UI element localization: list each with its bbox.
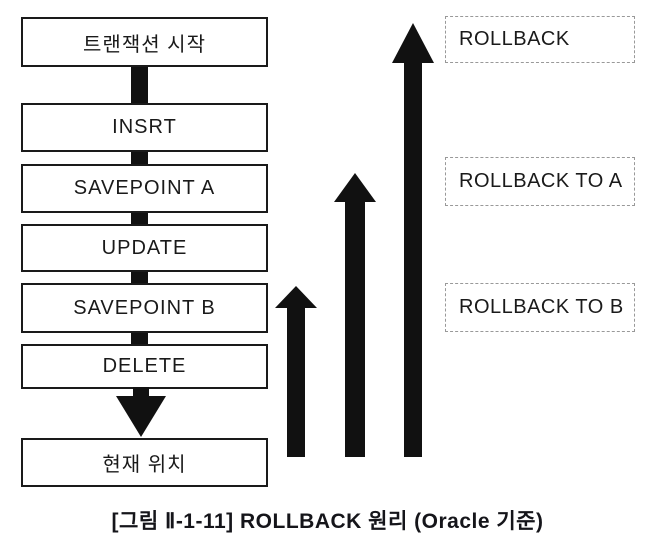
flow-step-transaction-start: 트랜잭션 시작	[21, 17, 268, 67]
rollback-label-to-b: ROLLBACK TO B	[445, 283, 635, 332]
flow-connector	[131, 213, 148, 224]
up-arrow-shaft	[404, 62, 422, 457]
up-arrow-head	[275, 286, 317, 308]
rollback-label-to-a: ROLLBACK TO A	[445, 157, 635, 206]
flow-step-insrt: INSRT	[21, 103, 268, 152]
up-arrow-head	[392, 23, 434, 63]
flow-connector	[131, 333, 148, 344]
flow-step-savepoint-a: SAVEPOINT A	[21, 164, 268, 213]
rollback-label-full: ROLLBACK	[445, 16, 635, 63]
figure-caption: [그림 Ⅱ-1-11] ROLLBACK 원리 (Oracle 기준)	[111, 510, 544, 533]
flow-connector	[131, 152, 148, 164]
up-arrow-shaft	[345, 201, 365, 457]
up-arrow-head	[334, 173, 376, 202]
flow-connector	[131, 67, 148, 103]
down-arrow-stem	[133, 387, 149, 398]
flow-step-delete: DELETE	[21, 344, 268, 389]
up-arrow-shaft	[287, 307, 305, 457]
flow-step-current-position: 현재 위치	[21, 438, 268, 487]
flow-connector	[131, 272, 148, 283]
flow-step-update: UPDATE	[21, 224, 268, 272]
flow-step-savepoint-b: SAVEPOINT B	[21, 283, 268, 333]
down-arrow-head	[116, 396, 166, 437]
